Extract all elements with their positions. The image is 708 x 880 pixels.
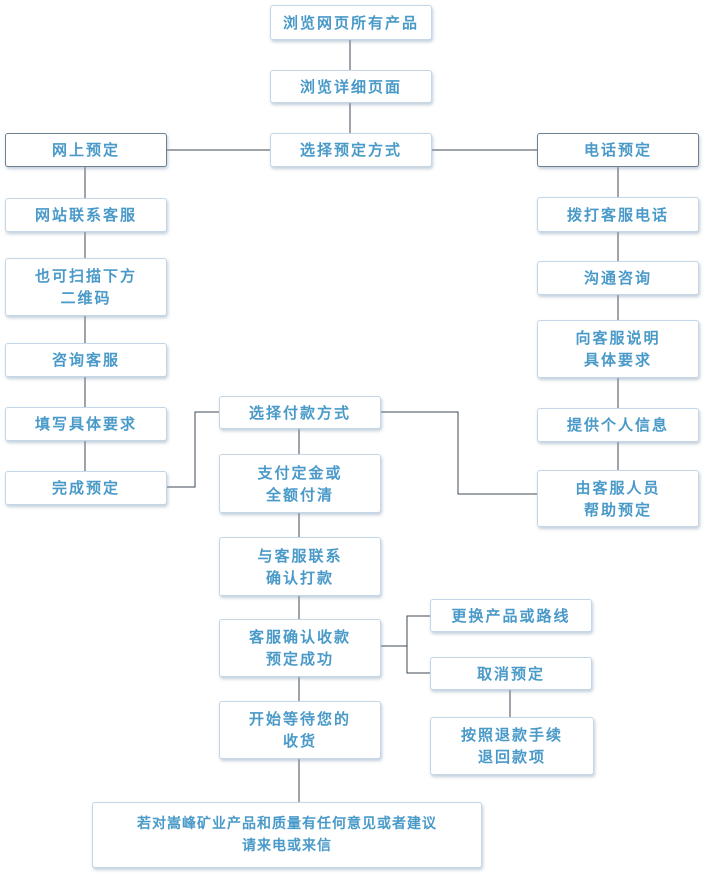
- node-communicate-consult: 沟通咨询: [537, 261, 699, 295]
- node-wait-for-delivery: 开始等待您的 收货: [219, 701, 381, 759]
- node-pay-deposit-or-full: 支付定金或 全额付清: [219, 454, 381, 513]
- connector: [167, 411, 219, 488]
- node-cs-confirm-receipt: 客服确认收款 预定成功: [219, 619, 381, 677]
- node-call-cs: 拨打客服电话: [537, 197, 699, 232]
- node-online-booking: 网上预定: [5, 133, 167, 167]
- node-contact-cs-confirm-payment: 与客服联系 确认打款: [219, 537, 381, 596]
- node-browse-all-products: 浏览网页所有产品: [270, 5, 432, 40]
- node-explain-requirements: 向客服说明 具体要求: [537, 320, 699, 378]
- connector: [406, 615, 430, 674]
- node-refund-procedure: 按照退款手续 退回款项: [430, 717, 594, 775]
- node-cs-help-booking: 由客服人员 帮助预定: [537, 470, 699, 527]
- node-contact-site-cs: 网站联系客服: [5, 198, 167, 232]
- node-consult-cs: 咨询客服: [5, 343, 167, 377]
- node-cancel-booking: 取消预定: [430, 657, 592, 690]
- node-choose-payment-method: 选择付款方式: [219, 396, 381, 429]
- node-browse-detail-page: 浏览详细页面: [270, 70, 432, 103]
- node-fill-requirements: 填写具体要求: [5, 407, 167, 441]
- connector: [381, 411, 537, 495]
- node-scan-qr-code: 也可扫描下方 二维码: [5, 258, 167, 316]
- node-feedback-contact: 若对嵩峰矿业产品和质量有任何意见或者建议 请来电或来信: [92, 802, 482, 868]
- node-complete-booking: 完成预定: [5, 471, 167, 505]
- node-phone-booking: 电话预定: [537, 133, 699, 167]
- node-choose-booking-method: 选择预定方式: [270, 133, 432, 167]
- node-provide-personal-info: 提供个人信息: [537, 408, 699, 442]
- node-change-product-route: 更换产品或路线: [430, 599, 592, 632]
